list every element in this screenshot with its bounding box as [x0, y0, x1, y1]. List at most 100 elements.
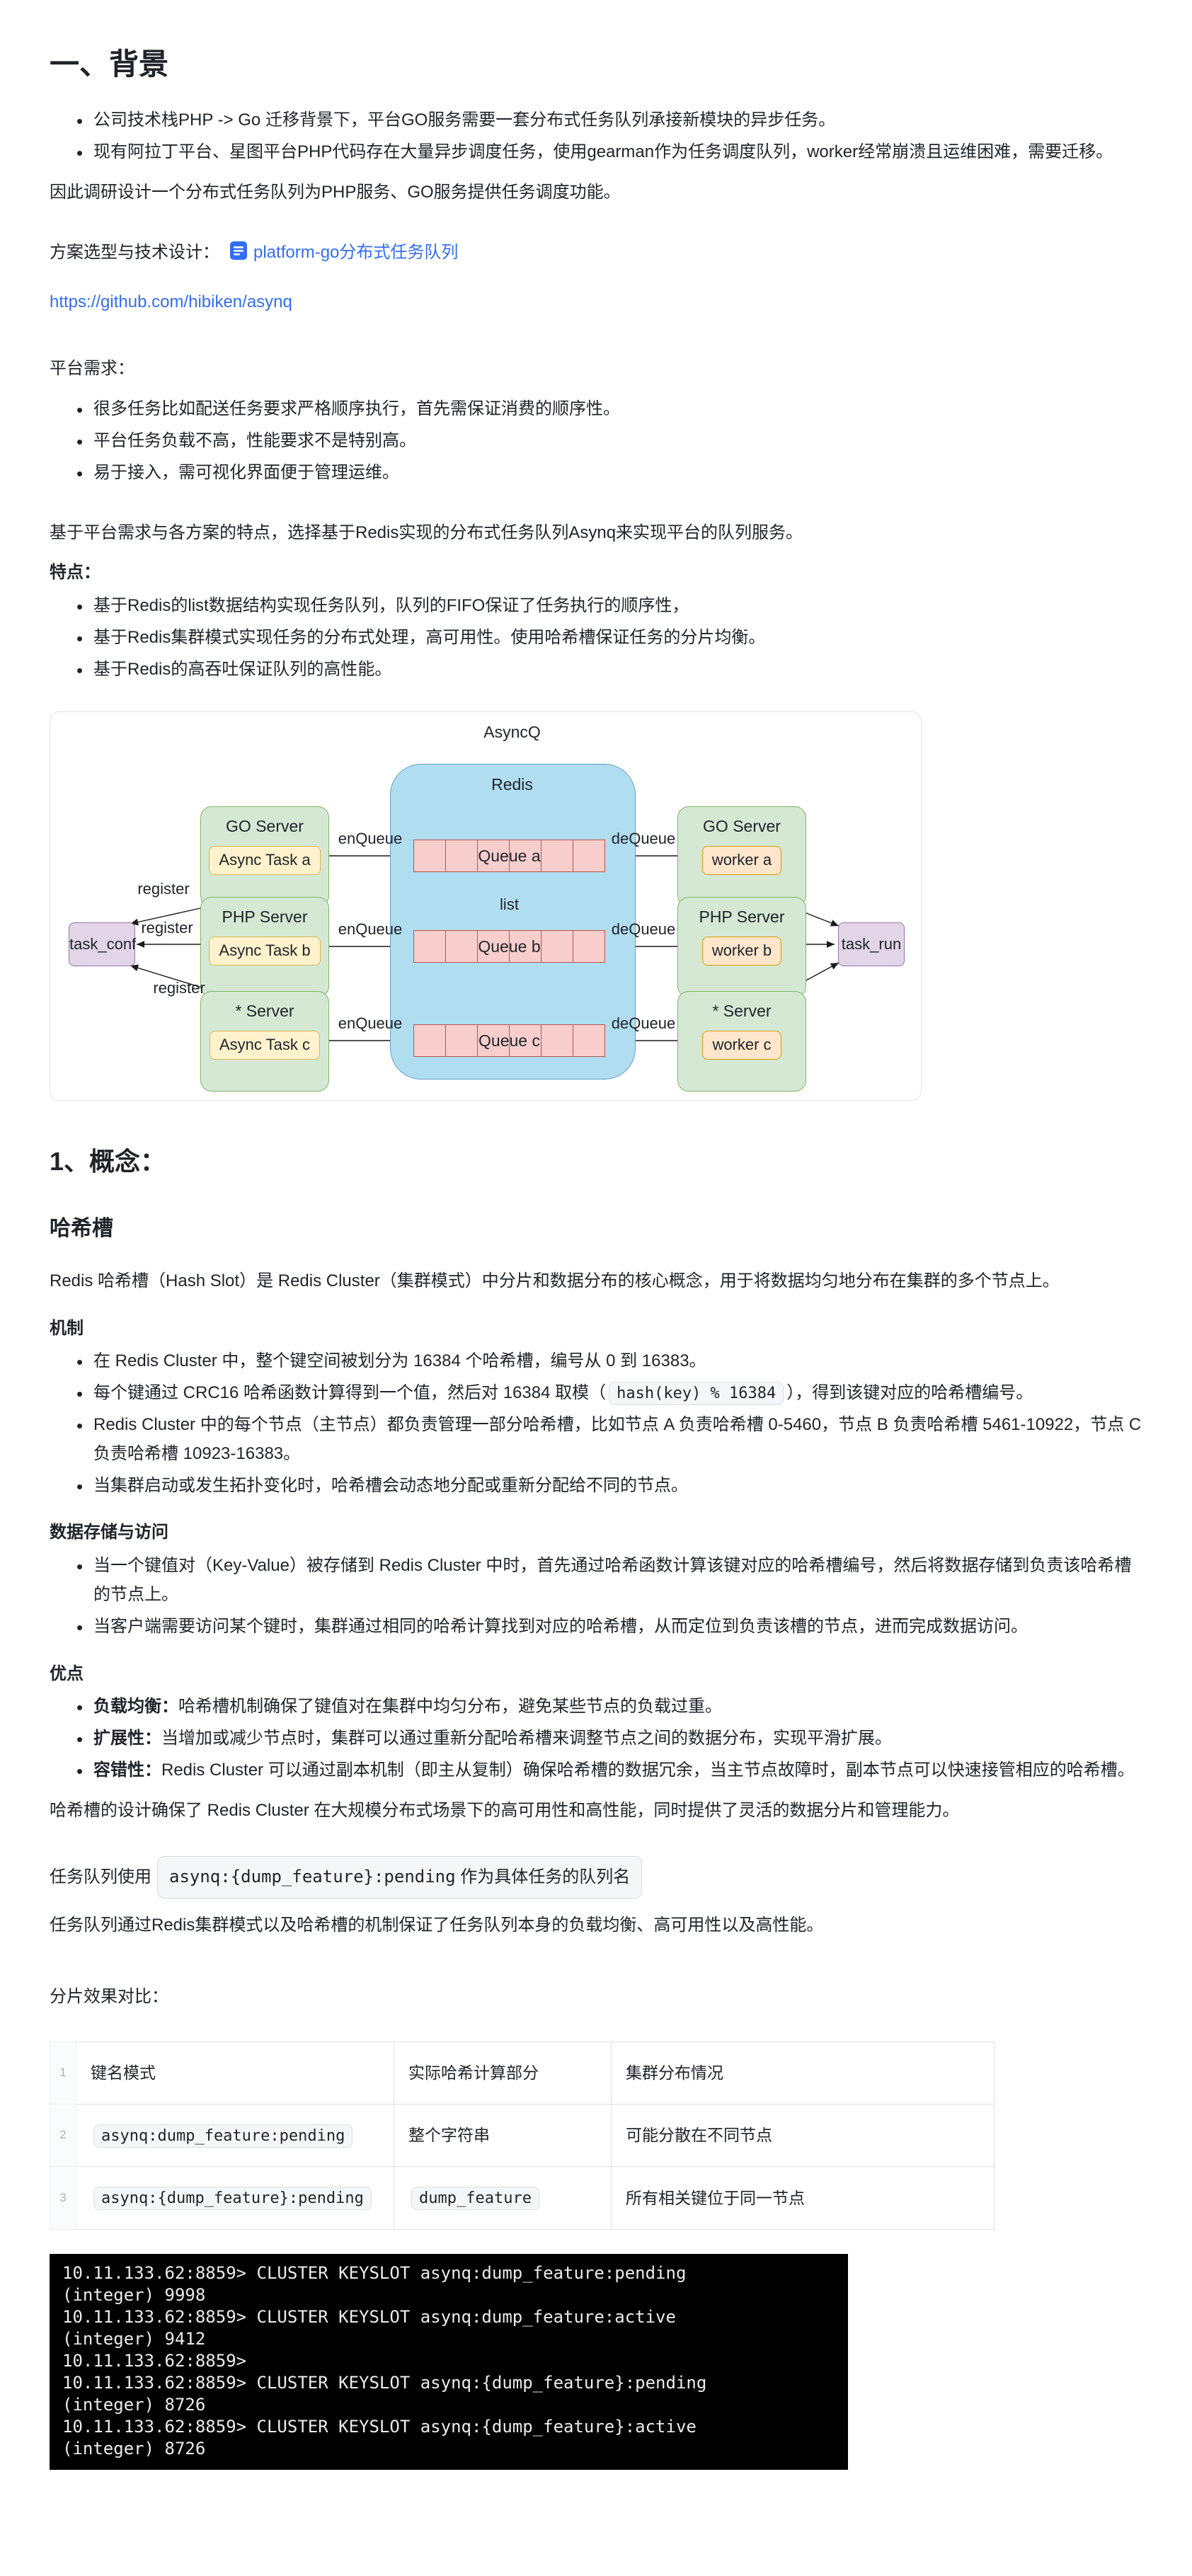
queue-cell: [509, 1024, 541, 1057]
row-number: 2: [50, 2103, 76, 2168]
terminal-line: 10.11.133.62:8859> CLUSTER KEYSLOT asynq…: [62, 2262, 687, 2283]
queue-cell: [445, 929, 478, 963]
task-conf-box: task_conf: [69, 922, 136, 966]
advantage-text: Redis Cluster 可以通过副本机制（即主从复制）确保哈希槽的数据冗余，…: [161, 1760, 1135, 1780]
list-item: Redis Cluster 中的每个节点（主节点）都负责管理一部分哈希槽，比如节…: [75, 1410, 1142, 1469]
plan-label: 方案选型与技术设计：: [50, 242, 219, 262]
hash-part-cell: 整个字符串: [394, 2103, 612, 2168]
list-item: 现有阿拉丁平台、星图平台PHP代码存在大量异步调度任务，使用gearman作为任…: [75, 137, 1142, 168]
hash-slot-summary: 哈希槽的设计确保了 Redis Cluster 在大规模分布式场景下的高可用性和…: [50, 1800, 960, 1820]
list-item: 基于Redis的list数据结构实现任务队列，队列的FIFO保证了任务执行的顺序…: [75, 591, 1142, 622]
queue-cell: [509, 929, 541, 963]
server-name: PHP Server: [222, 907, 308, 926]
hash-slot-intro: Redis 哈希槽（Hash Slot）是 Redis Cluster（集群模式…: [50, 1271, 1060, 1290]
terminal-line: 10.11.133.62:8859> CLUSTER KEYSLOT asynq…: [62, 2416, 697, 2437]
dequeue-label: deQueue: [611, 920, 676, 938]
producer-any-server: * Server Async Task c: [200, 990, 329, 1092]
list-item: 在 Redis Cluster 中，整个键空间被划分为 16384 个哈希槽，编…: [75, 1346, 1142, 1378]
advantage-term: 扩展性：: [93, 1729, 161, 1748]
queue-cell: [477, 1024, 510, 1057]
list-item: 负载均衡：哈希槽机制确保了键值对在集群中均匀分布，避免某些节点的负载过重。: [75, 1692, 1142, 1723]
terminal-line: 10.11.133.62:8859> CLUSTER KEYSLOT asynq…: [62, 2306, 676, 2327]
list-item: 当集群启动或发生拓扑变化时，哈希槽会动态地分配或重新分配给不同的节点。: [75, 1471, 1142, 1502]
queue-label: Queue a: [478, 846, 541, 865]
redis-label: Redis: [491, 774, 533, 794]
terminal-line: (integer) 9412: [62, 2328, 206, 2349]
queue-cell: [573, 839, 605, 872]
queue-name-code: asynq:{dump_feature}:pending: [169, 1867, 456, 1887]
server-name: GO Server: [703, 816, 781, 835]
server-name: GO Server: [226, 816, 304, 835]
selection-intro: 基于平台需求与各方案的特点，选择基于Redis实现的分布式任务队列Asynq来实…: [50, 522, 803, 542]
queue-naming-row: 任务队列使用 asynq:{dump_feature}:pending 作为具体任…: [50, 1856, 1142, 1899]
enqueue-label: enQueue: [338, 920, 403, 938]
list-item: 容错性：Redis Cluster 可以通过副本机制（即主从复制）确保哈希槽的数…: [75, 1756, 1142, 1787]
server-name: * Server: [235, 1001, 294, 1020]
list-label: list: [500, 895, 519, 913]
platform-doc-link[interactable]: platform-go分布式任务队列: [253, 242, 459, 262]
queue-c: Queue c: [413, 1024, 605, 1057]
advantage-text: 当增加或减少节点时，集群可以通过重新分配哈希槽来调整节点之间的数据分布，实现平滑…: [161, 1729, 892, 1748]
queue-b: Queue b: [413, 929, 605, 963]
server-name: * Server: [712, 1001, 772, 1020]
storage-list: 当一个键值对（Key-Value）被存储到 Redis Cluster 中时，首…: [50, 1551, 1142, 1643]
list-item: 平台任务负载不高，性能要求不是特别高。: [75, 426, 1142, 457]
queue-name-code-chip: asynq:{dump_feature}:pending 作为具体任务的队列名: [157, 1856, 643, 1899]
background-list: 公司技术栈PHP -> Go 迁移背景下，平台GO服务需要一套分布式任务队列承接…: [50, 105, 1142, 168]
hash-slot-heading: 哈希槽: [50, 1216, 113, 1240]
queue-cell: [509, 839, 541, 872]
async-task-chip: Async Task b: [209, 937, 321, 966]
row-number: 3: [50, 2166, 76, 2230]
table-row: 3 asynq:{dump_feature}:pending dump_feat…: [50, 2166, 995, 2230]
sharding-table: 1 键名模式 实际哈希计算部分 集群分布情况 2 asynq:dump_feat…: [50, 2041, 995, 2230]
list-item: 当一个键值对（Key-Value）被存储到 Redis Cluster 中时，首…: [75, 1551, 1142, 1610]
table-row: 2 asynq:dump_feature:pending 整个字符串 可能分散在…: [50, 2103, 995, 2168]
column-header: 键名模式: [76, 2041, 394, 2105]
github-link[interactable]: https://github.com/hibiken/asynq: [50, 292, 292, 311]
queue-naming-prefix: 任务队列使用: [50, 1867, 151, 1887]
worker-chip: worker b: [701, 937, 782, 966]
worker-chip: worker c: [702, 1031, 781, 1060]
mechanism-text: 每个键通过 CRC16 哈希函数计算得到一个值，然后对 16384 取模（: [93, 1383, 607, 1403]
dequeue-label: deQueue: [611, 829, 676, 847]
register-label: register: [137, 879, 190, 898]
key-pattern-code: asynq:dump_feature:pending: [93, 2124, 353, 2148]
hash-part-code: dump_feature: [411, 2187, 539, 2211]
task-run-box: task_run: [838, 922, 905, 966]
register-label: register: [153, 978, 205, 997]
architecture-diagram: AsyncQ Redis list Queue a Queue b Queue …: [50, 711, 922, 1101]
mechanism-text: ），得到该键对应的哈希槽编号。: [786, 1383, 1033, 1403]
distribution-cell: 可能分散在不同节点: [611, 2103, 995, 2168]
terminal-line: (integer) 8726: [62, 2438, 206, 2458]
storage-label: 数据存储与访问: [50, 1523, 168, 1542]
list-item: 很多任务比如配送任务要求严格顺序执行，首先需保证消费的顺序性。: [75, 394, 1142, 425]
queue-naming-note: 任务队列通过Redis集群模式以及哈希槽的机制保证了任务队列本身的负载均衡、高可…: [50, 1916, 824, 1935]
hash-mod-code: hash(key) % 16384: [609, 1382, 784, 1406]
features-list: 基于Redis的list数据结构实现任务队列，队列的FIFO保证了任务执行的顺序…: [50, 591, 1142, 686]
diagram-title: AsyncQ: [483, 722, 541, 741]
plan-link-row: 方案选型与技术设计： platform-go分布式任务队列: [50, 239, 1142, 271]
consumer-any-server: * Server worker c: [677, 990, 806, 1092]
queue-cell: [413, 1024, 446, 1057]
advantages-label: 优点: [50, 1664, 84, 1683]
page-title: 一、背景: [50, 47, 169, 81]
consumer-php-server: PHP Server worker b: [677, 896, 806, 997]
advantages-list: 负载均衡：哈希槽机制确保了键值对在集群中均匀分布，避免某些节点的负载过重。 扩展…: [50, 1692, 1142, 1787]
queue-cell: [445, 839, 478, 872]
dequeue-label: deQueue: [611, 1014, 676, 1032]
consumer-go-server: GO Server worker a: [677, 806, 806, 907]
terminal-line: 10.11.133.62:8859> CLUSTER KEYSLOT asynq…: [62, 2372, 707, 2393]
advantage-text: 哈希槽机制确保了键值对在集群中均匀分布，避免某些节点的负载过重。: [178, 1697, 722, 1717]
terminal-line: 10.11.133.62:8859>: [62, 2350, 247, 2371]
doc-icon: [229, 240, 248, 271]
queue-a: Queue a: [413, 839, 605, 872]
enqueue-label: enQueue: [338, 1014, 403, 1032]
mechanism-label: 机制: [50, 1318, 84, 1338]
requirements-label: 平台需求：: [50, 359, 134, 379]
features-label: 特点：: [50, 563, 101, 583]
concepts-heading: 1、概念：: [50, 1146, 166, 1176]
list-item: 基于Redis的高吞吐保证队列的高性能。: [75, 655, 1142, 686]
advantage-term: 容错性：: [93, 1760, 161, 1780]
server-name: PHP Server: [699, 907, 785, 926]
